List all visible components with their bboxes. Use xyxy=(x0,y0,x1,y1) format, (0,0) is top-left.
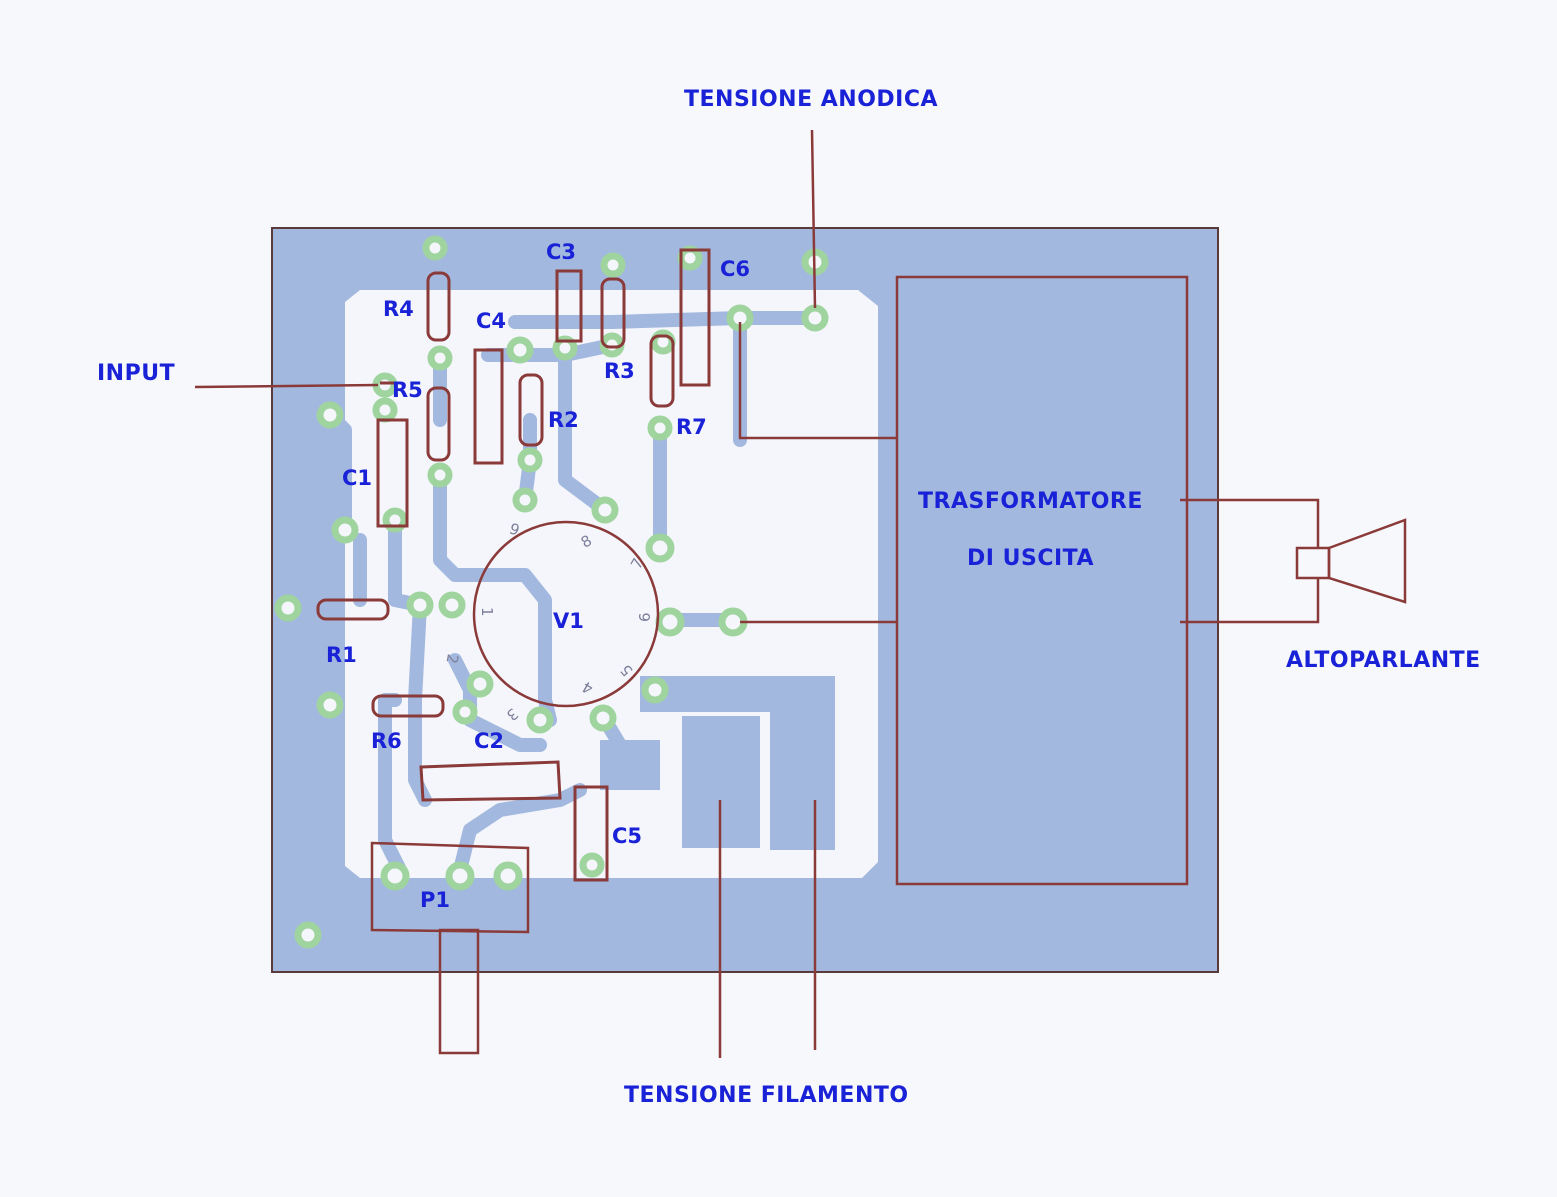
pad xyxy=(589,704,617,732)
loudspeaker-icon xyxy=(1295,518,1407,604)
r1-body xyxy=(316,598,390,621)
pad xyxy=(466,670,494,698)
ground-plane xyxy=(600,676,835,850)
pad xyxy=(647,415,673,441)
c2-body xyxy=(419,760,562,802)
pad xyxy=(372,397,398,423)
pad xyxy=(331,516,359,544)
label-c5: C5 xyxy=(612,824,642,848)
pad xyxy=(512,487,538,513)
pad xyxy=(438,591,466,619)
label-tensione-anodica: TENSIONE ANODICA xyxy=(684,87,938,112)
tube-v1 xyxy=(472,520,660,708)
pad xyxy=(445,861,475,891)
pad xyxy=(526,706,554,734)
r6-body xyxy=(371,694,445,718)
pad xyxy=(274,594,302,622)
tube-pin-6: 6 xyxy=(636,612,654,622)
label-input: INPUT xyxy=(97,361,175,386)
c1-body xyxy=(376,418,409,528)
pad xyxy=(427,345,453,371)
label-v1: V1 xyxy=(553,609,584,633)
pad xyxy=(422,235,448,261)
pad xyxy=(406,591,434,619)
label-trasformatore-line1: TRASFORMATORE xyxy=(918,489,1143,514)
r5-body xyxy=(426,386,451,462)
label-p1: P1 xyxy=(420,888,450,912)
tube-pin-2: 2 xyxy=(443,653,462,666)
pad xyxy=(801,304,829,332)
label-r6: R6 xyxy=(371,729,402,753)
pad xyxy=(677,245,703,271)
external-wires xyxy=(194,129,1320,1058)
label-r2: R2 xyxy=(548,408,579,432)
pad xyxy=(452,699,478,725)
label-c3: C3 xyxy=(546,240,576,264)
pad xyxy=(427,462,453,488)
r7-body xyxy=(649,334,675,408)
pad xyxy=(655,607,685,637)
label-c2: C2 xyxy=(474,729,504,753)
tube-pin-1: 1 xyxy=(478,607,496,617)
pad xyxy=(645,533,675,563)
r3-body xyxy=(600,277,626,349)
c6-body xyxy=(679,248,711,387)
solder-pads xyxy=(274,235,829,949)
pad xyxy=(294,921,322,949)
component-labels: C3 C6 R4 C4 R3 R5 R2 R7 C1 V1 R1 R6 C2 C… xyxy=(326,240,750,912)
pad xyxy=(316,401,344,429)
r4-body xyxy=(426,271,451,342)
label-tensione-filamento: TENSIONE FILAMENTO xyxy=(624,1083,909,1108)
label-trasformatore-line2: DI USCITA xyxy=(967,546,1094,571)
c3-body xyxy=(555,269,583,343)
label-r4: R4 xyxy=(383,297,414,321)
pad xyxy=(600,252,626,278)
c4-body xyxy=(473,348,504,465)
label-r7: R7 xyxy=(676,415,707,439)
component-bodies xyxy=(316,248,711,882)
label-r5: R5 xyxy=(392,378,423,402)
label-c4: C4 xyxy=(476,309,506,333)
pad xyxy=(641,676,669,704)
pad xyxy=(380,861,410,891)
r2-body xyxy=(518,373,544,447)
c5-body xyxy=(573,785,609,882)
pad xyxy=(517,447,543,473)
pad xyxy=(552,335,578,361)
annotation-labels: TENSIONE ANODICA INPUT TRASFORMATORE DI … xyxy=(97,87,1481,1108)
pad xyxy=(506,336,534,364)
label-c6: C6 xyxy=(720,257,750,281)
output-transformer xyxy=(895,275,1189,886)
label-c1: C1 xyxy=(342,466,372,490)
pad xyxy=(316,691,344,719)
label-r3: R3 xyxy=(604,359,635,383)
label-altoparlante: ALTOPARLANTE xyxy=(1286,648,1481,673)
potentiometer-p1 xyxy=(370,841,530,1055)
pad xyxy=(591,496,619,524)
pad xyxy=(493,861,523,891)
pad xyxy=(579,852,605,878)
label-r1: R1 xyxy=(326,643,357,667)
